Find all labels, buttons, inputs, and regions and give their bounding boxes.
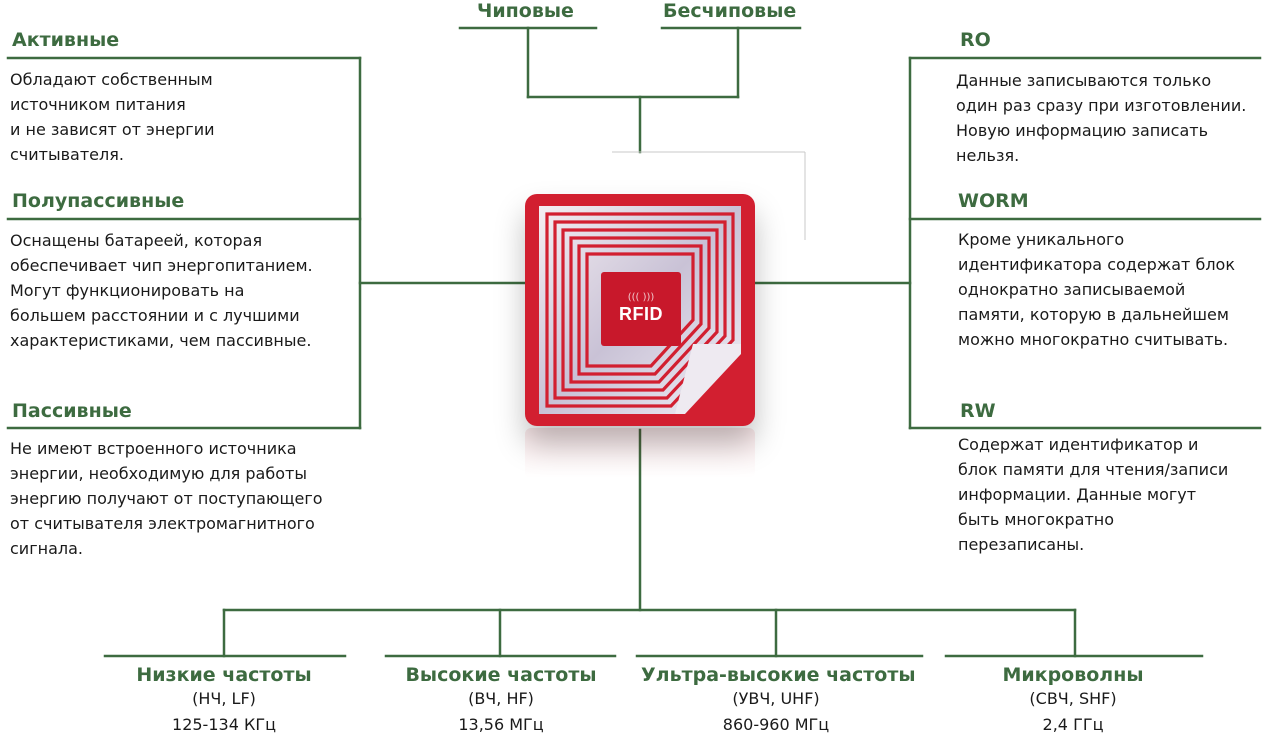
tag-reflection [525, 428, 755, 478]
band-micro-freq: 2,4 ГГц [1042, 715, 1104, 734]
band-high-freq: 13,56 МГц [458, 715, 544, 734]
band-high-title: Высокие частоты [405, 664, 597, 686]
passive-heading: Пассивные [12, 400, 132, 422]
band-low: Низкие частоты (НЧ, LF) 125-134 КГц [89, 664, 359, 737]
signal-waves-icon: ((( ))) [627, 292, 655, 303]
rw-description: Содержат идентификатор и блок памяти для… [958, 435, 1229, 554]
band-high-abbr: (ВЧ, HF) [468, 689, 534, 708]
passive-description: Не имеют встроенного источника энергии, … [10, 439, 323, 558]
band-ultra: Ультра-высокие частоты (УВЧ, UHF) 860-96… [641, 664, 916, 737]
worm-description: Кроме уникального идентификатора содержа… [958, 230, 1236, 349]
band-ultra-freq: 860-960 МГц [722, 715, 830, 734]
band-ultra-title: Ультра-высокие частоты [641, 664, 916, 686]
band-low-abbr: (НЧ, LF) [192, 689, 256, 708]
band-low-freq: 125-134 КГц [172, 715, 276, 734]
worm-heading: WORM [958, 190, 1029, 212]
band-micro: Микроволны (СВЧ, SHF) 2,4 ГГц [938, 664, 1208, 737]
band-micro-abbr: (СВЧ, SHF) [1029, 689, 1117, 708]
active-heading: Активные [12, 29, 120, 51]
chip-heading: Чиповые [477, 0, 574, 22]
semipassive-heading: Полупассивные [12, 190, 185, 212]
ro-heading: RO [960, 29, 991, 51]
band-high: Высокие частоты (ВЧ, HF) 13,56 МГц [366, 664, 636, 737]
band-micro-title: Микроволны [1002, 664, 1144, 686]
rw-heading: RW [960, 400, 996, 422]
band-ultra-abbr: (УВЧ, UHF) [732, 689, 820, 708]
rfid-tag-image: ((( ))) RFID [525, 194, 755, 426]
band-low-title: Низкие частоты [136, 664, 312, 686]
chip-label-box: ((( ))) RFID [601, 272, 681, 346]
ro-description: Данные записываются только один раз сраз… [956, 71, 1247, 165]
semipassive-description: Оснащены батареей, которая обеспечивает … [10, 231, 313, 350]
rfid-label: RFID [619, 304, 663, 324]
active-description: Обладают собственным источником питания … [10, 70, 215, 164]
chipless-heading: Бесчиповые [663, 0, 797, 22]
